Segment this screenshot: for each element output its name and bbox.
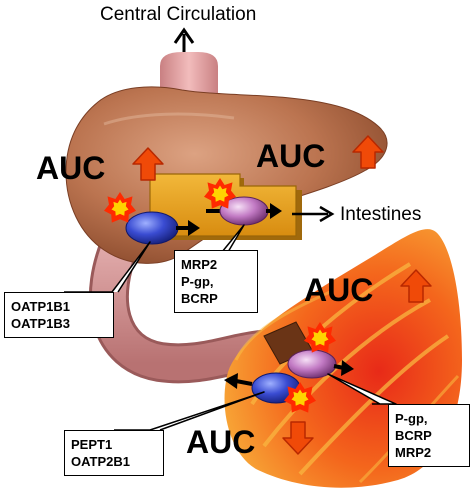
biliary-efflux-transporter <box>206 196 282 226</box>
callout-line <box>327 373 397 405</box>
auc-label-liver: AUC <box>36 150 106 186</box>
transporter-name: P-gp, <box>181 274 214 289</box>
hepatic-uptake-transporter <box>125 211 200 245</box>
transporter-name: PEPT1 <box>71 437 113 452</box>
transporter-name: OATP1B1 <box>11 299 70 314</box>
transporter-name: BCRP <box>395 428 432 443</box>
hepatic-uptake-box: OATP1B1 OATP1B3 <box>4 292 114 338</box>
transporter-name: OATP1B3 <box>11 316 70 331</box>
auc-label-enterocyte: AUC <box>186 424 256 460</box>
to-intestines-arrow <box>292 205 335 223</box>
auc-label-intestine: AUC <box>304 272 374 308</box>
intestinal-uptake-transporter <box>224 372 301 404</box>
transporter-name: MRP2 <box>395 445 432 460</box>
transporter-name: MRP2 <box>181 257 218 272</box>
transporter-name: P-gp, <box>395 411 428 426</box>
intestinal-efflux-box: P-gp, BCRP MRP2 <box>388 404 470 467</box>
auc-label-hepatocyte: AUC <box>256 138 326 174</box>
intestinal-uptake-box: PEPT1 OATP2B1 <box>64 430 164 476</box>
biliary-efflux-box: MRP2 P-gp, BCRP <box>174 250 258 313</box>
transporter-name: OATP2B1 <box>71 454 130 469</box>
intestines-label: Intestines <box>340 204 422 225</box>
central-circulation-label: Central Circulation <box>100 4 257 25</box>
transporter-name: BCRP <box>181 291 218 306</box>
